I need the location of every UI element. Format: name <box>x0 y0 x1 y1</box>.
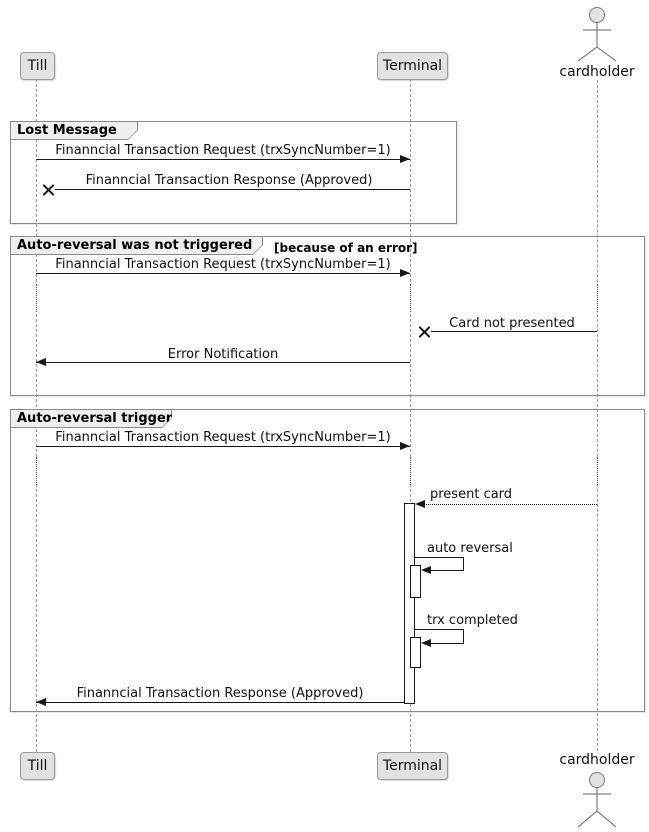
msg-financial-response-1-line <box>55 189 410 190</box>
msg-trx-completed-out-line <box>415 629 464 630</box>
msg-financial-request-1-label: Finanncial Transaction Request (trxSyncN… <box>55 143 391 158</box>
arrowhead-left-icon <box>415 500 425 508</box>
msg-present-card-label: present card <box>430 487 513 502</box>
lifeline-delay-segment <box>34 284 39 312</box>
arrowhead-left-icon <box>421 566 431 574</box>
msg-financial-request-2-label: Finanncial Transaction Request (trxSyncN… <box>55 257 391 272</box>
msg-financial-response-2-label: Finanncial Transaction Response (Approve… <box>76 686 364 701</box>
frame-title: Auto-reversal was not triggered <box>17 238 253 253</box>
participant-till-label: Till <box>27 758 48 774</box>
msg-financial-request-1-line <box>36 159 410 160</box>
arrowhead-right-icon <box>400 269 410 277</box>
msg-financial-request-3-line <box>36 446 410 447</box>
msg-card-not-presented-line <box>431 331 597 332</box>
frame-auto-reversal-not-triggered: Auto-reversal was not triggered [because… <box>10 236 645 396</box>
frame-title-pentagon: Auto-reversal was not triggered <box>10 236 263 255</box>
lifeline-delay-segment <box>595 457 600 485</box>
participant-terminal-label: Terminal <box>382 758 443 774</box>
participant-terminal-label: Terminal <box>382 58 443 74</box>
lifeline-delay-segment <box>408 457 413 485</box>
actor-cardholder-label-top: cardholder <box>559 64 635 80</box>
arrowhead-left-icon <box>36 358 46 366</box>
participant-till-top: Till <box>20 52 55 80</box>
lifeline-delay-segment <box>408 284 413 312</box>
msg-trx-completed-back-line <box>430 643 464 644</box>
msg-auto-reversal-back-line <box>430 570 464 571</box>
msg-financial-request-2-line <box>36 273 410 274</box>
msg-error-notification-line <box>36 362 410 363</box>
arrowhead-right-icon <box>400 155 410 163</box>
frame-auto-reversal-triggered: Auto-reversal triggered <box>10 409 645 712</box>
msg-card-not-presented-label: Card not presented <box>449 316 575 331</box>
participant-terminal-bottom: Terminal <box>377 752 448 780</box>
lost-message-cross-icon <box>418 325 431 338</box>
msg-trx-completed-down-line <box>463 629 464 644</box>
msg-trx-completed-label: trx completed <box>427 613 518 628</box>
participant-till-label: Till <box>27 58 48 74</box>
activation-bar-main <box>404 503 415 704</box>
msg-financial-response-2-line <box>36 702 405 703</box>
frame-title: Auto-reversal triggered <box>17 411 191 426</box>
lost-message-cross-icon <box>42 183 55 196</box>
lifeline-cardholder <box>597 80 598 751</box>
activation-bar-nested-1 <box>410 565 421 598</box>
participant-till-bottom: Till <box>20 752 55 780</box>
msg-auto-reversal-down-line <box>463 557 464 571</box>
activation-bar-nested-2 <box>410 637 421 668</box>
frame-title-pentagon: Auto-reversal triggered <box>10 409 172 428</box>
frame-title: Lost Message <box>17 123 117 138</box>
lifeline-terminal <box>410 79 411 752</box>
stick-figure-icon <box>577 772 617 828</box>
arrowhead-left-icon <box>421 639 431 647</box>
lifeline-delay-segment <box>34 457 39 485</box>
arrowhead-left-icon <box>36 698 46 706</box>
frame-title-pentagon: Lost Message <box>10 121 138 140</box>
actor-cardholder-label-bottom: cardholder <box>559 752 635 768</box>
msg-error-notification-label: Error Notification <box>167 347 279 362</box>
arrowhead-right-icon <box>400 442 410 450</box>
lifeline-delay-segment <box>595 284 600 312</box>
msg-present-card-line <box>424 504 597 505</box>
frame-lost-message: Lost Message <box>10 121 457 224</box>
stick-figure-icon <box>577 7 617 62</box>
msg-financial-request-3-label: Finanncial Transaction Request (trxSyncN… <box>55 430 391 445</box>
msg-financial-response-1-label: Finanncial Transaction Response (Approve… <box>85 173 373 188</box>
msg-auto-reversal-out-line <box>415 557 464 558</box>
frame-condition: [because of an error] <box>274 241 418 255</box>
msg-auto-reversal-label: auto reversal <box>427 541 513 556</box>
participant-terminal-top: Terminal <box>377 52 448 80</box>
